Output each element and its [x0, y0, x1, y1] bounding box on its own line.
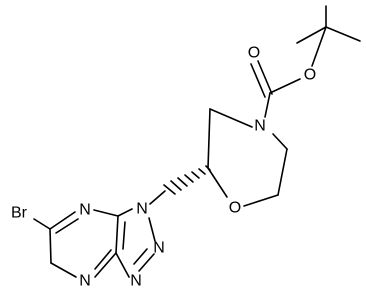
bond-c-c-left	[207, 108, 211, 169]
atom-ester-o: O	[304, 67, 316, 84]
atom-triazole-n1: N	[136, 201, 148, 218]
atom-bromine: Br	[11, 205, 28, 222]
bond-c-br-ch	[49, 228, 52, 264]
bond-carbonyl-double-2	[250, 63, 266, 98]
bond-n3-c3a	[115, 252, 130, 278]
bond-c7a-n-top	[93, 209, 119, 217]
bond-c-o-ring	[207, 167, 228, 198]
bond-c-c-right	[277, 148, 288, 196]
bond-carbonyl-c-n	[264, 92, 271, 118]
bond-n1-c7a	[117, 208, 133, 217]
bond-n-c-upper-left	[209, 108, 253, 128]
bond-n2-n3-2	[133, 248, 148, 265]
atom-pyrazine-n-bottom: N	[79, 273, 91, 290]
bond-o-c-lower-right	[243, 194, 279, 207]
hashed-wedge-bond	[163, 165, 211, 195]
bond-c-n-right	[272, 133, 288, 150]
bond-n1-n2	[148, 217, 156, 242]
atom-triazole-n3: N	[130, 273, 142, 290]
bond-c-br	[33, 218, 51, 230]
atom-triazole-n2: N	[153, 240, 165, 257]
bond-n-top-c-br-1	[49, 211, 76, 230]
atom-morpholine-o: O	[229, 200, 241, 217]
bond-ch2-triazole-n	[149, 190, 166, 205]
atom-morpholine-n: N	[254, 118, 266, 135]
bond-n-top-c-br-2	[55, 218, 79, 234]
bond-tbu-ester-o	[311, 26, 327, 67]
bond-ch-n-bottom	[50, 262, 77, 278]
atom-pyrazine-n-top: N	[79, 202, 91, 219]
bond-n2-n3-1	[138, 253, 155, 272]
atom-labels: O O N O N N N N N Br	[11, 45, 316, 290]
bond-tbu-me-right	[325, 26, 361, 42]
bond-carbonyl-double-1	[257, 60, 273, 95]
bonds	[33, 5, 361, 278]
atom-carbonyl-o: O	[248, 45, 260, 62]
bond-c7a-c3a-1	[115, 215, 119, 254]
bond-c7a-c3a-2	[122, 221, 126, 250]
bond-n-bottom-c3a-2	[94, 249, 112, 270]
bond-n-bottom-c3a-1	[94, 252, 117, 278]
bond-tbu-me-left	[296, 26, 327, 44]
bond-ester-o-carbonyl-c	[269, 78, 301, 94]
